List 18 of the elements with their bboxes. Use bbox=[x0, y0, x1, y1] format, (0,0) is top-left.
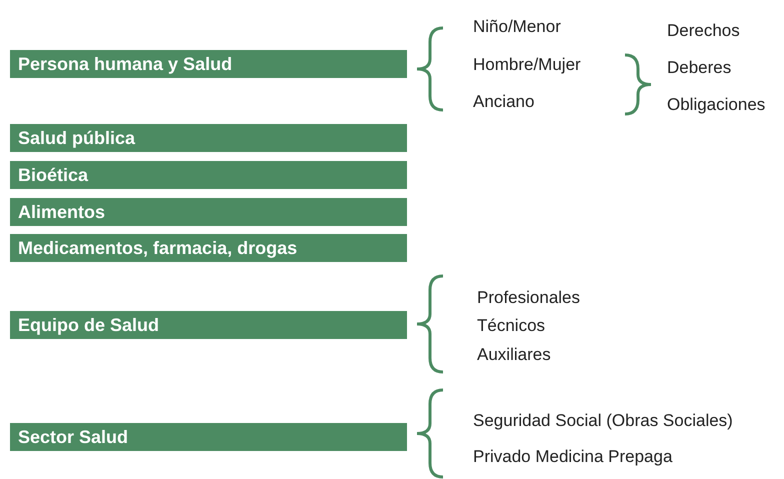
item-label: Técnicos bbox=[477, 316, 546, 336]
item-label: Niño/Menor bbox=[473, 17, 561, 37]
item-label: Deberes bbox=[667, 58, 732, 78]
item-label: Auxiliares bbox=[477, 345, 551, 365]
item-label: Derechos bbox=[667, 21, 740, 41]
category-bar: Sector Salud bbox=[10, 423, 407, 451]
category-bar: Medicamentos, farmacia, drogas bbox=[10, 234, 407, 262]
category-bar: Equipo de Salud bbox=[10, 311, 407, 339]
item-label: Obligaciones bbox=[667, 95, 766, 115]
category-bar: Bioética bbox=[10, 161, 407, 189]
category-bar: Salud pública bbox=[10, 124, 407, 152]
category-bar: Alimentos bbox=[10, 198, 407, 226]
item-label: Profesionales bbox=[477, 288, 580, 308]
item-label: Hombre/Mujer bbox=[473, 55, 581, 75]
category-bar: Persona humana y Salud bbox=[10, 50, 407, 78]
item-label: Seguridad Social (Obras Sociales) bbox=[473, 411, 733, 431]
item-label: Anciano bbox=[473, 92, 534, 112]
item-label: Privado Medicina Prepaga bbox=[473, 447, 672, 467]
